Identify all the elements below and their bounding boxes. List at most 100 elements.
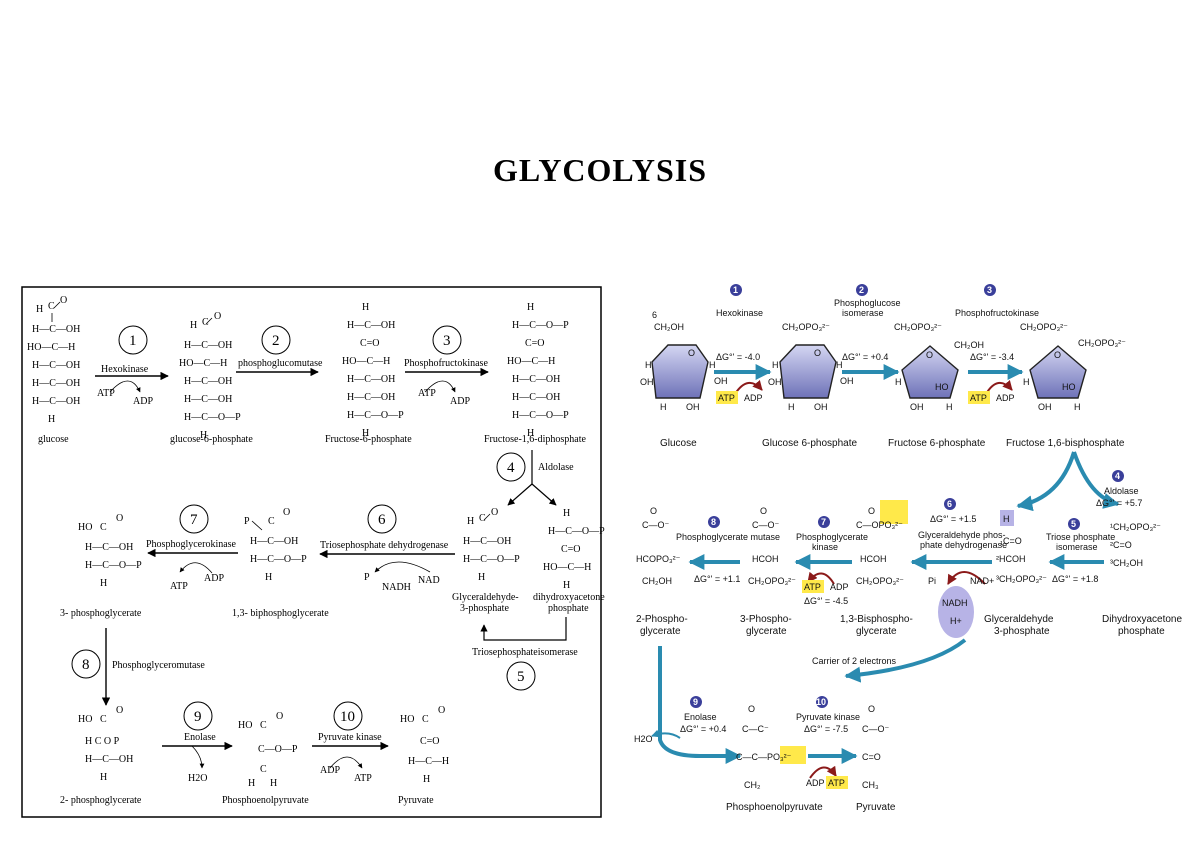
- r-tpi-label-2: isomerase: [1056, 542, 1098, 552]
- svg-text:H—C—OH: H—C—OH: [32, 324, 80, 335]
- svg-text:H—C—OH: H—C—OH: [85, 754, 133, 765]
- r-step-2-number: 2: [859, 285, 864, 295]
- carrier-arrow: [844, 638, 967, 683]
- svg-text:OH: OH: [814, 402, 828, 412]
- r-step-1-number: 1: [733, 285, 738, 295]
- svg-text:H: H: [709, 360, 716, 370]
- svg-text:HO—C—H: HO—C—H: [27, 342, 75, 353]
- r-dhap-structure: ¹CH₂OPO₃²⁻ ²C=O ³CH₂OH: [1110, 522, 1161, 568]
- r-step-2-badge: [856, 284, 868, 296]
- r-step-10-badge: [816, 696, 828, 708]
- step-9-circle: [183, 701, 213, 731]
- svg-text:O: O: [868, 506, 875, 516]
- svg-text:C—O⁻: C—O⁻: [752, 520, 780, 530]
- r-step-9-arrow: [658, 646, 742, 764]
- 2pg-label: 2- phosphoglycerate: [60, 795, 142, 806]
- r-dg-7: ΔG°' = -4.5: [804, 596, 848, 606]
- 3pg-label: 3- phosphoglycerate: [60, 608, 142, 619]
- svg-text:O: O: [214, 311, 221, 322]
- r-2pg-label-2: glycerate: [640, 626, 681, 637]
- svg-text:O: O: [283, 507, 290, 518]
- svg-text:O: O: [688, 348, 695, 358]
- svg-text:H: H: [48, 414, 55, 425]
- svg-text:O: O: [748, 704, 755, 714]
- svg-text:HO: HO: [78, 714, 92, 725]
- r-step-3-atp-box: [968, 391, 990, 404]
- r-bpg-label-2: glycerate: [856, 626, 897, 637]
- svg-text:H: H: [527, 302, 534, 313]
- pyruvate-kinase-label: Pyruvate kinase: [318, 732, 382, 743]
- svg-text:HO: HO: [78, 522, 92, 533]
- svg-text:O: O: [760, 506, 767, 516]
- r-gapdh-label-1: Glyceraldehyde phos-: [918, 530, 1006, 540]
- step-6-p: P: [364, 572, 370, 583]
- r-step-1-adp: ADP: [744, 393, 763, 403]
- r-step-8-number: 8: [711, 517, 716, 527]
- r-step-7-adp: ADP: [830, 582, 849, 592]
- svg-text:H: H: [100, 578, 107, 589]
- step-4-arrow-left: [507, 483, 533, 506]
- step-4-number: 4: [507, 460, 515, 476]
- svg-text:C=O: C=O: [525, 338, 545, 349]
- svg-text:₁C=O: ₁C=O: [1000, 536, 1022, 546]
- r-step-1-atp: ATP: [718, 393, 735, 403]
- svg-text:H—C—O—P: H—C—O—P: [184, 412, 241, 423]
- r-step-7-number: 7: [821, 517, 826, 527]
- step-6-nadh: NADH: [382, 582, 411, 593]
- fructose-6-phosphate-structure: H H—C—OH C=O HO—C—H H—C—OH H—C—OH H—C—O—…: [342, 302, 404, 439]
- svg-text:H: H: [362, 302, 369, 313]
- step-5-arrow: [480, 617, 567, 641]
- svg-text:H—C—OH: H—C—OH: [250, 536, 298, 547]
- svg-text:CH₂OPO₃²⁻: CH₂OPO₃²⁻: [1078, 338, 1126, 348]
- r-step-1-badge: [730, 284, 742, 296]
- r-dg-1: ΔG°' = -4.0: [716, 352, 760, 362]
- svg-text:HO—C—H: HO—C—H: [179, 358, 227, 369]
- r-step-4-arrow-right: [1072, 451, 1120, 509]
- r-dg-9: ΔG°' = +0.4: [680, 724, 726, 734]
- svg-text:HCOH: HCOH: [752, 554, 779, 564]
- svg-text:C: C: [268, 516, 275, 527]
- r-pyruvate-label: Pyruvate: [856, 802, 896, 813]
- svg-text:O: O: [438, 705, 445, 716]
- step-3-atp: ATP: [418, 388, 436, 399]
- svg-text:OH: OH: [640, 377, 654, 387]
- step-7-adp: ADP: [204, 573, 224, 584]
- svg-text:C—O—P: C—O—P: [258, 744, 298, 755]
- svg-text:C—O⁻: C—O⁻: [862, 724, 890, 734]
- r-step-10-adp: ADP: [806, 778, 825, 788]
- r-gap-label-2: 3-phosphate: [994, 626, 1050, 637]
- r-pgk-label-2: kinase: [812, 542, 838, 552]
- step-1-atp: ATP: [97, 388, 115, 399]
- svg-text:H: H: [1003, 514, 1010, 524]
- r-bpg-label-1: 1,3-Bisphospho-: [840, 614, 913, 625]
- step-9-h2o: H2O: [188, 773, 207, 784]
- svg-text:²HCOH: ²HCOH: [996, 554, 1026, 564]
- r-step-4-badge: [1112, 470, 1124, 482]
- svg-text:H—C—OH: H—C—OH: [184, 340, 232, 351]
- r-dg-5: ΔG°' = +1.8: [1052, 574, 1098, 584]
- svg-text:HO: HO: [935, 382, 949, 392]
- r-step-7-atp-box: [802, 580, 824, 593]
- r-step-6-hplus: H+: [950, 616, 962, 626]
- svg-text:C=O: C=O: [360, 338, 380, 349]
- svg-text:H: H: [527, 428, 534, 439]
- svg-text:OH: OH: [714, 376, 728, 386]
- step-4-circle: [496, 452, 526, 482]
- step-3-adp: ADP: [450, 396, 470, 407]
- carrier-label: Carrier of 2 electrons: [812, 656, 897, 666]
- r-step-9-number: 9: [693, 697, 698, 707]
- svg-text:H—C—OH: H—C—OH: [184, 394, 232, 405]
- step-10-adp: ADP: [320, 765, 340, 776]
- svg-text:³CH₂OH: ³CH₂OH: [1110, 558, 1143, 568]
- svg-text:H—C—O—P: H—C—O—P: [463, 554, 520, 565]
- r-dg-8: ΔG°' = +1.1: [694, 574, 740, 584]
- svg-text:H: H: [1074, 402, 1081, 412]
- svg-text:H: H: [788, 402, 795, 412]
- phosphofructokinase-label: Phosphofructokinase: [404, 358, 488, 369]
- svg-text:H—C—O—P: H—C—O—P: [512, 410, 569, 421]
- svg-text:H: H: [563, 508, 570, 519]
- r-pgi-label-1: Phosphoglucose: [834, 298, 901, 308]
